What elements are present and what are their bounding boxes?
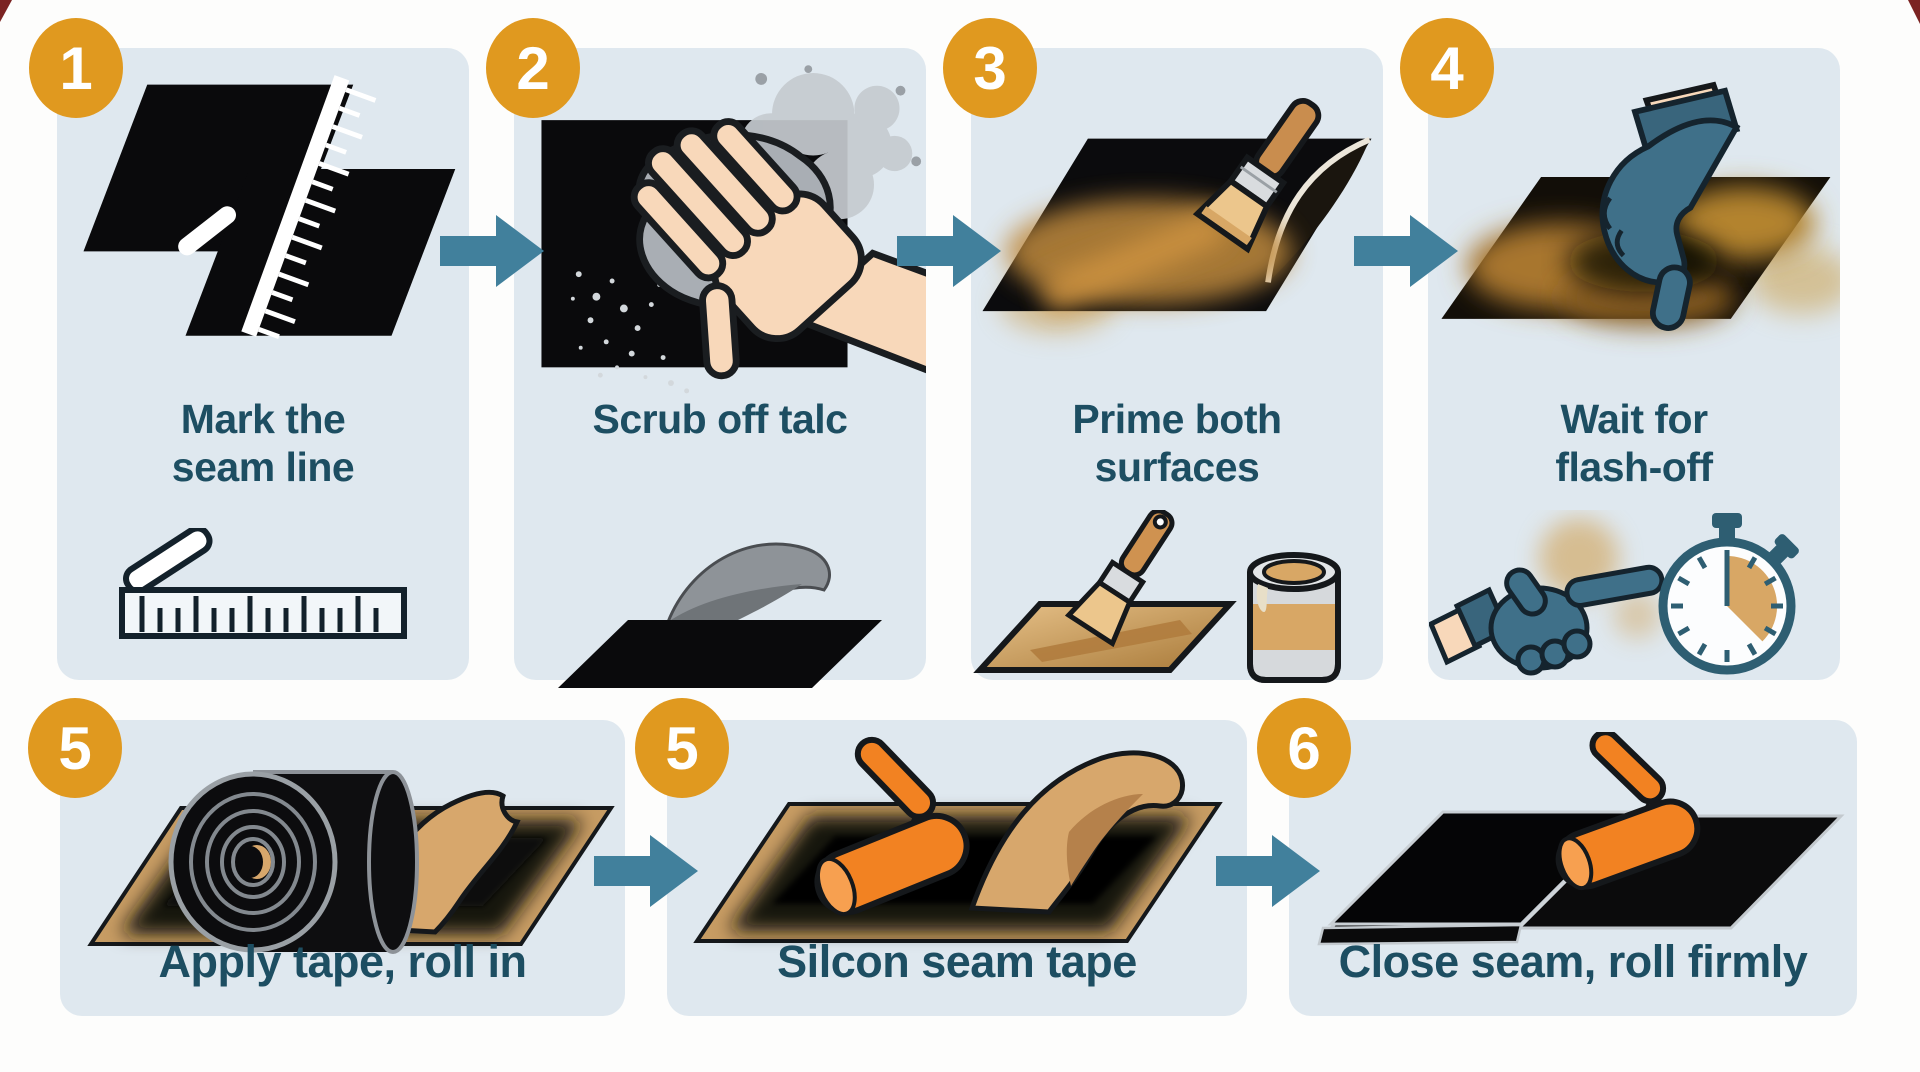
step-7-badge: 6 bbox=[1257, 698, 1351, 798]
step-card-2: 2 bbox=[486, 18, 926, 688]
step-number: 5 bbox=[58, 714, 92, 782]
step-title: Apply tape, roll in bbox=[158, 936, 527, 987]
rubber-sheets-ruler-chalk-icon bbox=[83, 75, 456, 340]
step-title: Wait for flash-off bbox=[1555, 396, 1713, 490]
arrow-right-icon bbox=[1354, 212, 1458, 290]
step-number: 4 bbox=[1430, 34, 1464, 102]
arrow-right-icon bbox=[440, 212, 544, 290]
step-3-badge: 3 bbox=[943, 18, 1037, 118]
step-4-badge: 4 bbox=[1400, 18, 1494, 118]
step-card-3: 3 bbox=[943, 18, 1383, 683]
arrow-right-icon bbox=[1216, 832, 1320, 910]
step-number: 5 bbox=[665, 714, 699, 782]
step-number: 3 bbox=[973, 34, 1007, 102]
gloved-finger-primed-sheet-icon bbox=[1441, 81, 1840, 331]
roller-closing-seam-icon bbox=[1317, 732, 1845, 946]
step-2-badge: 2 bbox=[486, 18, 580, 118]
step-title: Mark the seam line bbox=[171, 396, 355, 490]
hand-scrubbing-cloth-icon bbox=[541, 65, 926, 394]
step-title: Scrub off talc bbox=[592, 396, 848, 442]
corner-artifact-top-left bbox=[0, 0, 12, 22]
step-number: 1 bbox=[59, 34, 93, 102]
step-title: Silcon seam tape bbox=[777, 936, 1137, 987]
seam-roller-release-liner-icon bbox=[693, 736, 1223, 943]
arrow-right-icon bbox=[897, 212, 1001, 290]
corner-artifact-top-right bbox=[1908, 0, 1920, 24]
folded-sheet-icon bbox=[558, 542, 882, 688]
ruler-chalk-icon bbox=[119, 528, 407, 639]
step-number: 6 bbox=[1287, 714, 1321, 782]
step-card-7: 6 bbox=[1257, 698, 1857, 1016]
step-1-badge: 1 bbox=[29, 18, 123, 118]
step-title: Close seam, roll firmly bbox=[1338, 936, 1808, 987]
step-card-1: 1 bbox=[29, 18, 469, 680]
tape-roll-release-liner-icon bbox=[86, 770, 615, 954]
step-card-6: 5 bbox=[635, 698, 1247, 1016]
primer-brush-and-can-icon bbox=[973, 510, 1341, 683]
step-title: Prime both surfaces bbox=[1072, 396, 1282, 490]
step-6-badge: 5 bbox=[635, 698, 729, 798]
arrow-right-icon bbox=[594, 832, 698, 910]
peeled-sheet-primer-brush-icon bbox=[982, 98, 1372, 334]
step-card-4: 4 bbox=[1400, 18, 1840, 680]
step-card-5: 5 bbox=[28, 698, 625, 1016]
glove-and-stopwatch-icon bbox=[1429, 513, 1799, 676]
step-5-badge: 5 bbox=[28, 698, 122, 798]
step-number: 2 bbox=[516, 34, 550, 102]
